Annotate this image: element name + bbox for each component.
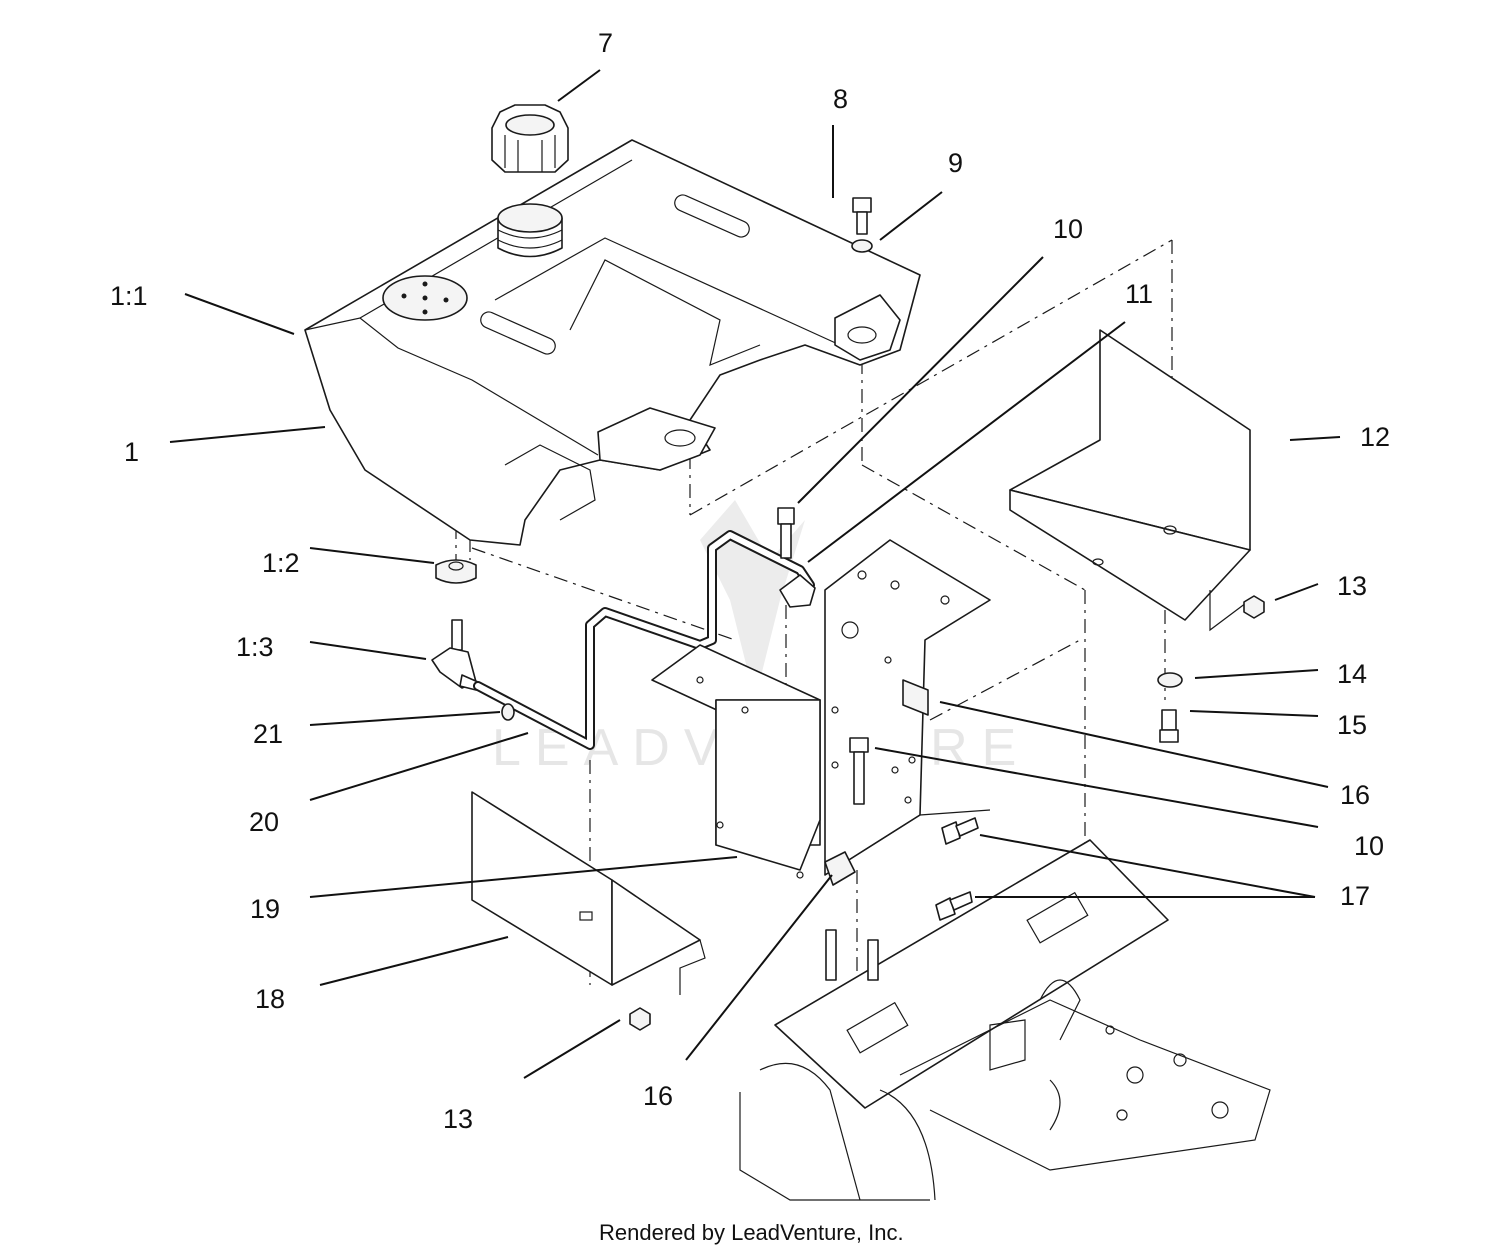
leader-lines [169,69,1341,1079]
bolt-10-upper [777,507,795,559]
washer-9 [851,239,873,253]
callout-label: 8 [833,84,848,114]
callout-label: 15 [1337,710,1367,740]
bolt-10-lower [849,737,869,805]
bolt-15 [1159,709,1179,743]
hose-clamp-21 [501,703,515,721]
callouts: 7 8 9 10 11 1:1 12 1 1:2 13 1:3 14 15 21… [110,28,1390,1134]
nut-13-left [629,1007,651,1031]
right-shield [1009,329,1251,632]
bolt-17-upper [941,817,979,845]
fuel-fitting-1-3 [431,619,479,691]
callout-label: 10 [1053,214,1083,244]
callout-label: 13 [443,1104,473,1134]
grommet-1-2 [435,559,477,584]
nut-13-right [1243,595,1265,619]
credit-text: Rendered by LeadVenture, Inc. [599,1220,904,1245]
callout-label: 17 [1340,881,1370,911]
tank-bracket-19 [651,539,991,879]
callout-label: 13 [1337,571,1367,601]
callout-label: 12 [1360,422,1390,452]
callout-label: 19 [250,894,280,924]
callout-label: 11 [1125,279,1153,309]
callout-label: 16 [643,1081,673,1111]
callout-label: 1:2 [262,548,300,578]
clip-11 [779,574,816,608]
callout-label: 1:3 [236,632,274,662]
left-shield [471,791,706,995]
lock-washer-14 [1157,672,1183,688]
callout-label: 18 [255,984,285,1014]
callout-label: 14 [1337,659,1367,689]
callout-label: 21 [253,719,283,749]
callout-label: 16 [1340,780,1370,810]
callout-label: 10 [1354,831,1384,861]
fuel-tank [304,139,921,546]
clip-16-upper [902,679,929,716]
bolt-8 [852,197,872,235]
chassis-frame [739,839,1271,1201]
callout-label: 20 [249,807,279,837]
callout-label: 7 [598,28,613,58]
bolt-17-lower [935,891,973,921]
callout-label: 1:1 [110,281,148,311]
callout-label: 9 [948,148,963,178]
fuel-cap [491,104,569,173]
callout-label: 1 [124,437,139,467]
watermark-logo-icon [700,500,805,700]
